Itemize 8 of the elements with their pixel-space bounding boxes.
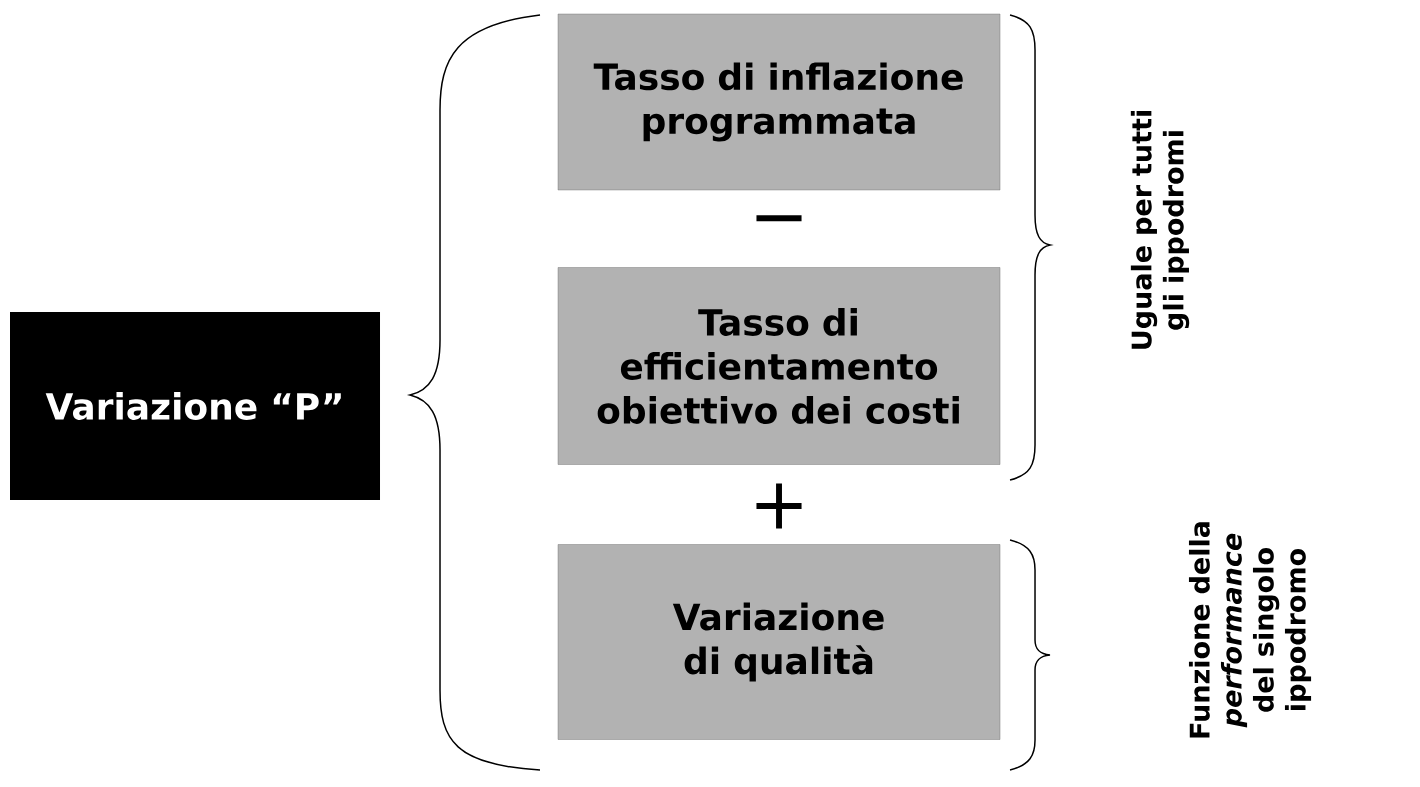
side-note: Funzione della performance del singolo ippodromo [1188, 522, 1312, 738]
title-box: Variazione “P” [10, 312, 380, 500]
term-box: Variazione di qualità [557, 544, 1001, 740]
term-box: Tasso di inflazione programmata [557, 13, 1001, 191]
term-box: Tasso di efficientamento obiettivo dei costi [557, 267, 1001, 465]
operator-sign: − [756, 215, 802, 222]
operator-sign: + [756, 483, 802, 529]
side-note: Uguale per tutti gli ippodromi [1130, 111, 1190, 349]
